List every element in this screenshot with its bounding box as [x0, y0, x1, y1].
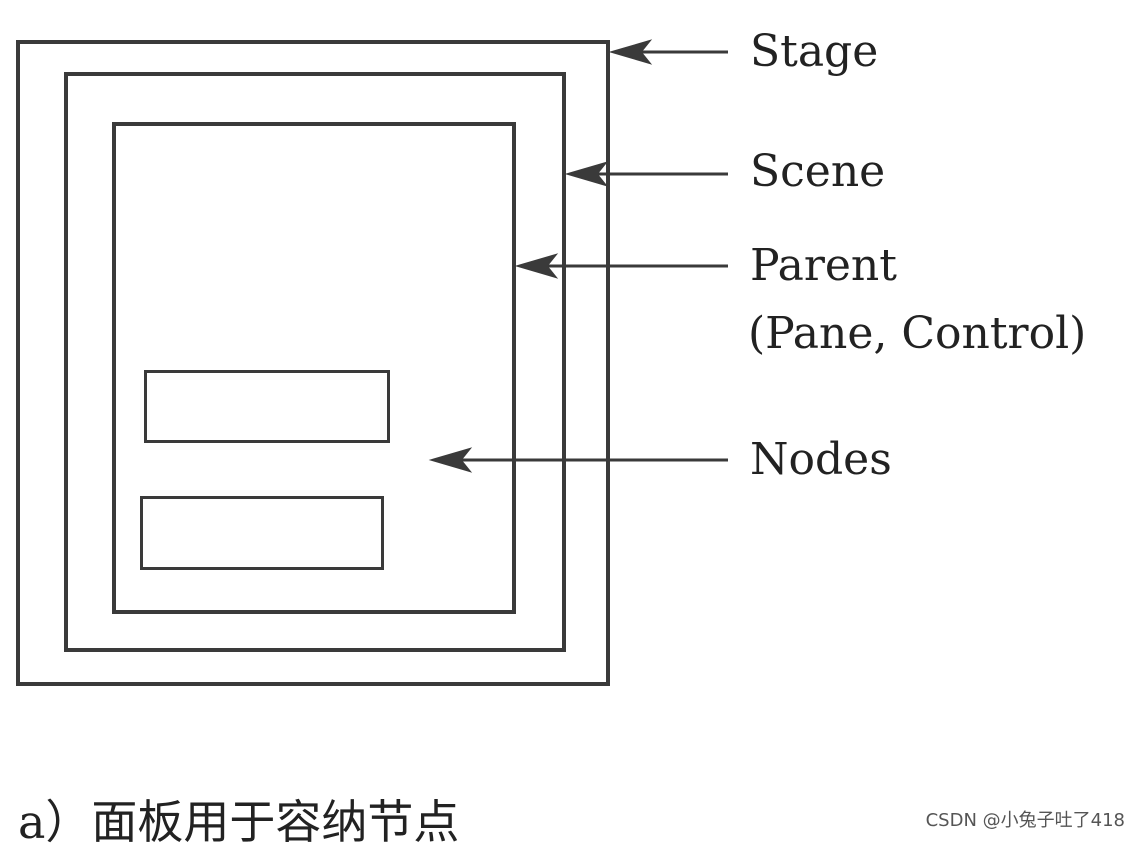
figure-caption: a）面板用于容纳节点 — [18, 795, 460, 849]
parent-box — [112, 122, 516, 614]
node-box — [140, 496, 384, 570]
node-box — [144, 370, 390, 443]
stage-box — [16, 40, 610, 686]
watermark: CSDN @小兔子吐了418 — [925, 810, 1125, 831]
parent-sub-label: (Pane, Control) — [748, 308, 1087, 359]
scene-label: Scene — [750, 146, 886, 197]
parent-label: Parent — [750, 240, 897, 291]
stage-arrowhead — [608, 39, 653, 65]
nodes-label: Nodes — [750, 434, 892, 485]
scene-box — [64, 72, 566, 652]
stage-label: Stage — [750, 26, 879, 77]
